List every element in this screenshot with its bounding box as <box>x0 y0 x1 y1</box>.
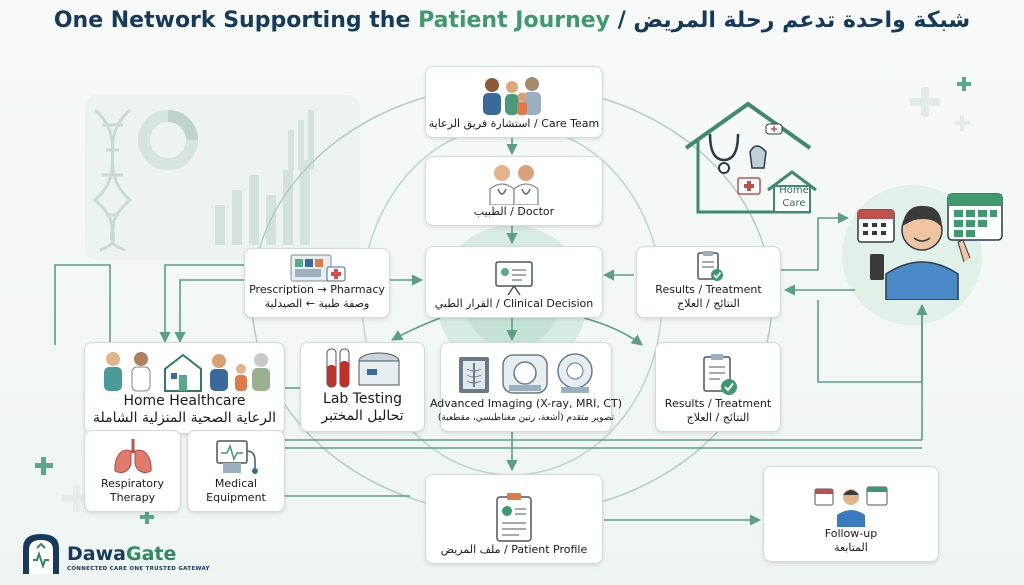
lungs-icon <box>113 439 152 474</box>
respiratory-therapy-label: Respiratory Therapy <box>100 477 165 504</box>
results-mid-label-ar: النتائج / العلاج <box>686 411 750 424</box>
clipboard-check-icon <box>703 354 737 395</box>
title-english: One Network Supporting the <box>53 8 411 33</box>
patient-profile-node: ملف المريض / Patient Profile <box>425 474 603 564</box>
brand-name: DawaGate <box>67 543 176 565</box>
decision-board-icon <box>495 261 533 296</box>
pharmacy-shelf-icon <box>290 254 346 282</box>
title-accent: Patient Journey <box>418 8 611 33</box>
care-team-label: استشارة فريق الرعاية / Care Team <box>428 117 600 130</box>
donut-chart-icon <box>138 110 198 170</box>
patient-calendar-icon <box>814 486 888 527</box>
home-healthcare-team-icon <box>103 352 270 392</box>
brand-tagline: CONNECTED CARE ONE TRUSTED GATEWAY <box>67 566 210 572</box>
home-care-sign: Home Care <box>779 185 809 209</box>
imaging-label-ar: تصوير متقدم (أشعة، رنين مغناطيسي، مقطعية… <box>437 413 615 423</box>
plus-decoration-icon <box>910 87 970 131</box>
lab-testing-node: Lab Testing تحاليل المختبر <box>300 342 425 432</box>
clinical-decision-node: القرار الطبي / Clinical Decision <box>425 246 603 318</box>
title-arabic: شبكة واحدة تدعم رحلة المريض <box>633 8 971 33</box>
follow-up-label-en: Follow-up <box>824 527 878 540</box>
doctors-icon <box>489 165 539 205</box>
family-icon <box>483 77 541 115</box>
follow-up-node: Follow-up المتابعة <box>763 466 939 562</box>
respiratory-therapy-node: Respiratory Therapy <box>84 430 181 512</box>
medical-equipment-label: Medical Equipment <box>206 477 266 504</box>
care-team-node: استشارة فريق الرعاية / Care Team <box>425 66 603 138</box>
results-treatment-node-mid: Results / Treatment النتائج / العلاج <box>655 342 781 432</box>
results-mid-label-en: Results / Treatment <box>664 397 772 410</box>
imaging-label-en: Advanced Imaging (X-ray, MRI, CT) <box>429 397 623 410</box>
home-healthcare-label-en: Home Healthcare <box>123 393 246 409</box>
prescription-node: Prescription → Pharmacy وصفة طبية ← الصي… <box>244 248 390 318</box>
patient-profile-label: ملف المريض / Patient Profile <box>440 543 588 556</box>
lab-tubes-centrifuge-icon <box>326 348 399 388</box>
clipboard-check-icon <box>696 251 723 281</box>
prescription-label-ar: وصفة طبية ← الصيدلية <box>264 297 370 310</box>
results-treatment-node-top: Results / Treatment النتائج / العلاج <box>636 246 781 318</box>
monitor-equipment-icon <box>216 440 258 474</box>
patient-calendar-illustration <box>857 193 1003 300</box>
page-title: One Network Supporting the Patient Journ… <box>0 8 1024 33</box>
advanced-imaging-node: Advanced Imaging (X-ray, MRI, CT) تصوير … <box>430 342 622 432</box>
lab-testing-label-en: Lab Testing <box>323 391 402 407</box>
results-top-label-ar: النتائج / العلاج <box>677 297 740 310</box>
patient-record-icon <box>496 493 532 542</box>
doctor-label: الطبيب / Doctor <box>473 205 555 218</box>
title-separator: / <box>617 8 634 33</box>
dawagate-logo-icon <box>23 534 59 574</box>
brand-name-part2: Gate <box>125 543 177 565</box>
follow-up-label-ar: المتابعة <box>834 541 868 554</box>
clinical-decision-label: القرار الطبي / Clinical Decision <box>434 297 594 310</box>
lab-testing-label-ar: تحاليل المختبر <box>321 408 404 424</box>
prescription-label-en: Prescription → Pharmacy <box>249 283 385 296</box>
brand-name-part1: Dawa <box>67 543 126 565</box>
home-care-house-icon <box>684 101 817 214</box>
doctor-node: الطبيب / Doctor <box>425 156 603 226</box>
imaging-machines-icon <box>459 353 593 394</box>
medical-equipment-node: Medical Equipment <box>187 430 285 512</box>
home-healthcare-label-ar: الرعاية الصحية المنزلية الشاملة <box>92 410 277 426</box>
dna-icon <box>92 108 133 252</box>
results-top-label-en: Results / Treatment <box>655 283 762 296</box>
home-healthcare-node: Home Healthcare الرعاية الصحية المنزلية … <box>84 342 285 434</box>
